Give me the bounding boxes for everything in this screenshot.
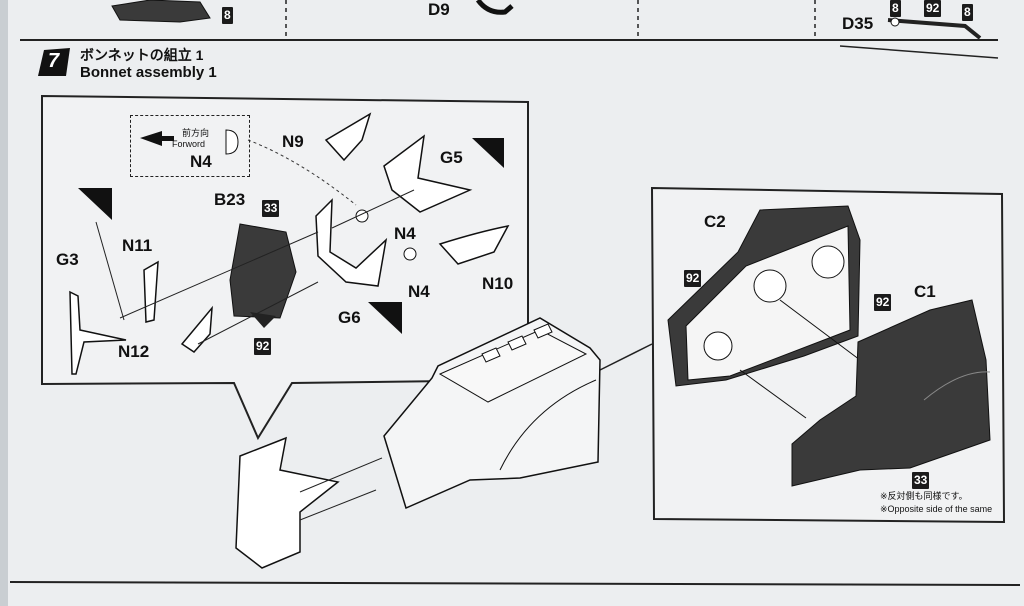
forward-direction-box	[130, 115, 250, 177]
badge-33-c1: 33	[912, 472, 930, 489]
d35-badge-3: 8	[962, 4, 973, 21]
step-title-en: Bonnet assembly 1	[80, 64, 217, 81]
label-c2: C2	[704, 212, 726, 231]
d35-badge-2: 92	[924, 0, 942, 17]
step-title-jp: ボンネットの組立 1	[80, 47, 204, 63]
step-number: 7	[38, 46, 72, 76]
label-g6: G6	[338, 308, 361, 327]
note-en: ※Opposite side of the same	[880, 504, 993, 514]
badge-92-c1: 92	[874, 294, 892, 311]
badge-92-left-panel: 92	[254, 338, 272, 355]
label-d9: D9	[428, 0, 450, 19]
step-number-text: 7	[48, 50, 60, 72]
label-n4-a: N4	[394, 224, 416, 243]
label-g3: G3	[56, 250, 79, 269]
d35-badge-1: 8	[890, 0, 901, 17]
label-n11: N11	[122, 236, 153, 255]
top-left-badge: 8	[222, 7, 233, 24]
label-n4-b: N4	[408, 282, 430, 301]
note-jp: ※反対側も同様です。	[880, 491, 968, 501]
forward-part-n4: N4	[190, 152, 212, 171]
opposite-side-note: ※反対側も同様です。 ※Opposite side of the same	[880, 490, 992, 516]
badge-b23-33: 33	[262, 200, 280, 217]
label-d35: D35	[842, 14, 874, 33]
label-n10: N10	[482, 274, 514, 293]
label-n9: N9	[282, 132, 304, 151]
label-g5: G5	[440, 148, 463, 167]
forward-en: Forword	[172, 139, 206, 149]
label-c1: C1	[914, 282, 936, 301]
label-b23: B23	[214, 190, 246, 209]
badge-92-c2: 92	[684, 270, 702, 287]
label-n12: N12	[118, 342, 150, 361]
forward-jp: 前方向	[182, 128, 210, 138]
